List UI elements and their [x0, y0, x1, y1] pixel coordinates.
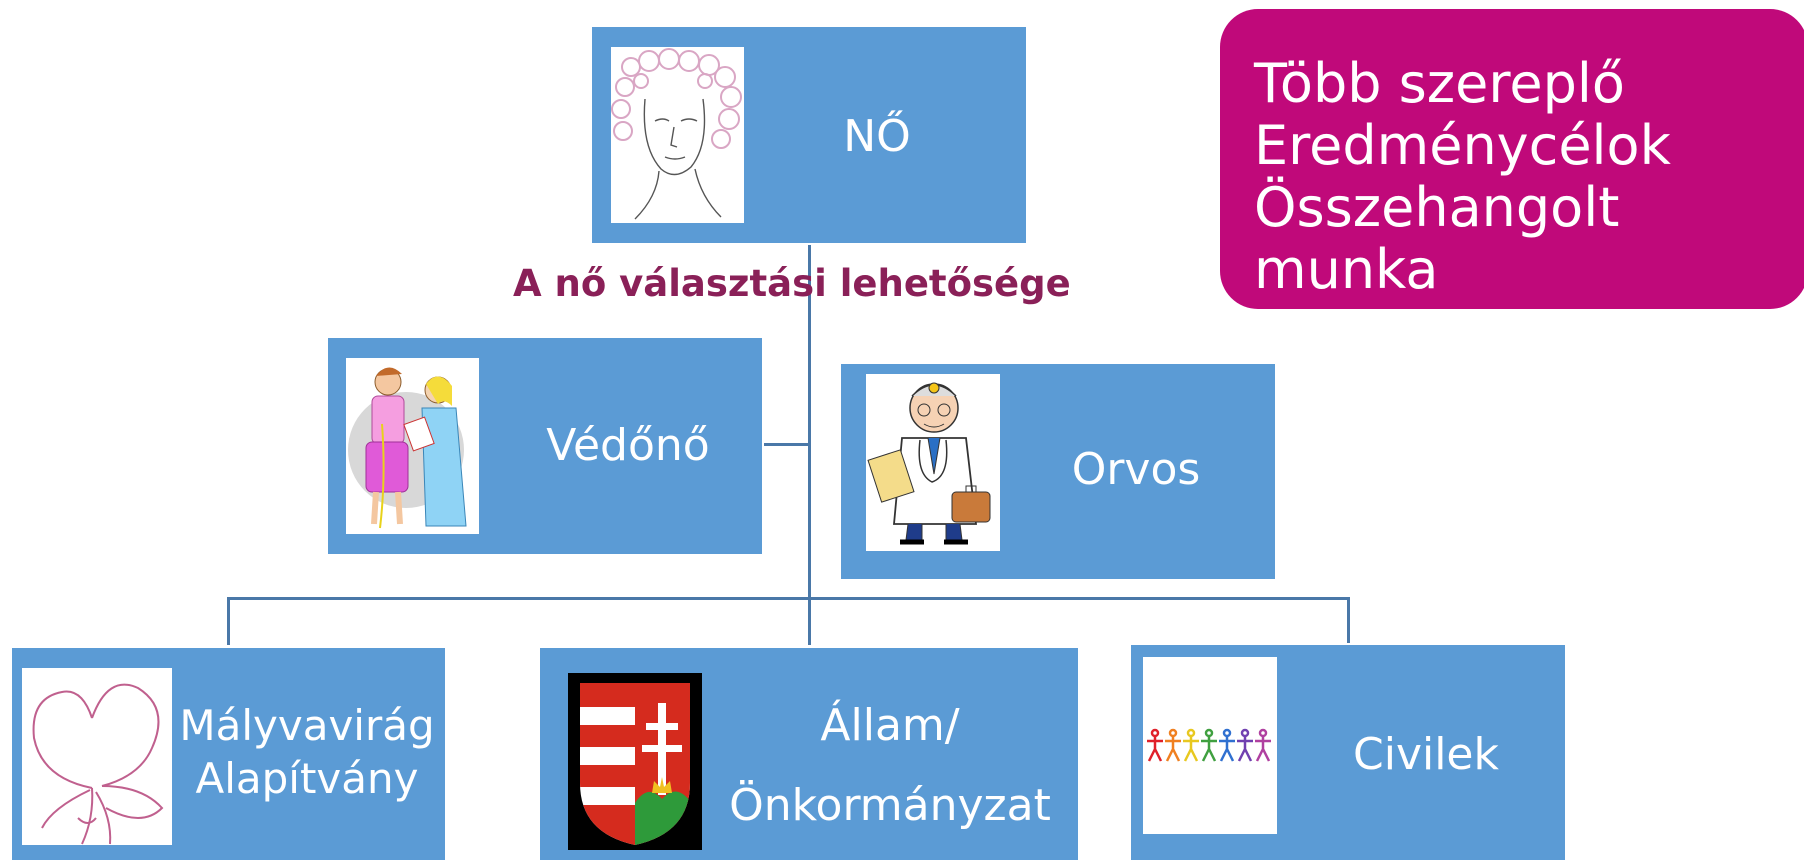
node-civilek: Civilek: [1131, 645, 1565, 860]
doctor-icon: [866, 374, 1000, 551]
node-malyvavirag-line1: Mályvavirág: [179, 701, 435, 750]
node-vedono-label: Védőnő: [546, 420, 710, 471]
node-allam-label: Állam/ Önkormányzat: [715, 686, 1065, 846]
callout-line-3: Összehangolt munka: [1254, 176, 1620, 301]
connector-vedono: [764, 443, 810, 446]
callout-box: Több szereplő Eredménycélok Összehangolt…: [1220, 9, 1804, 309]
health-visitor-icon: [346, 358, 479, 534]
connector-right-drop: [1347, 597, 1350, 643]
coat-of-arms-icon: [568, 673, 702, 850]
connector-left-drop: [227, 597, 230, 645]
node-orvos: Orvos: [841, 364, 1275, 579]
node-no: NŐ: [592, 27, 1026, 243]
callout-line-2: Eredménycélok: [1254, 114, 1671, 177]
callout-line-1: Több szereplő: [1254, 52, 1625, 115]
node-vedono: Védőnő: [328, 338, 762, 554]
rainbow-people-icon: [1143, 657, 1277, 834]
diagram-subtitle: A nő választási lehetősége: [513, 262, 1071, 305]
node-civilek-label: Civilek: [1353, 729, 1499, 780]
node-orvos-label: Orvos: [1071, 444, 1201, 495]
node-allam-line2: Önkormányzat: [729, 780, 1051, 831]
node-malyvavirag-label: Mályvavirág Alapítvány: [172, 700, 442, 805]
woman-face-icon: [611, 47, 744, 223]
node-no-label: NŐ: [843, 111, 911, 162]
mallow-flower-logo-icon: [22, 668, 172, 845]
node-allam-line1: Állam/: [820, 700, 960, 751]
node-allam: Állam/ Önkormányzat: [540, 648, 1078, 860]
node-malyvavirag-line2: Alapítvány: [195, 753, 419, 803]
node-malyvavirag: Mályvavirág Alapítvány: [12, 648, 445, 860]
connector-horizontal-bus: [227, 597, 1350, 600]
